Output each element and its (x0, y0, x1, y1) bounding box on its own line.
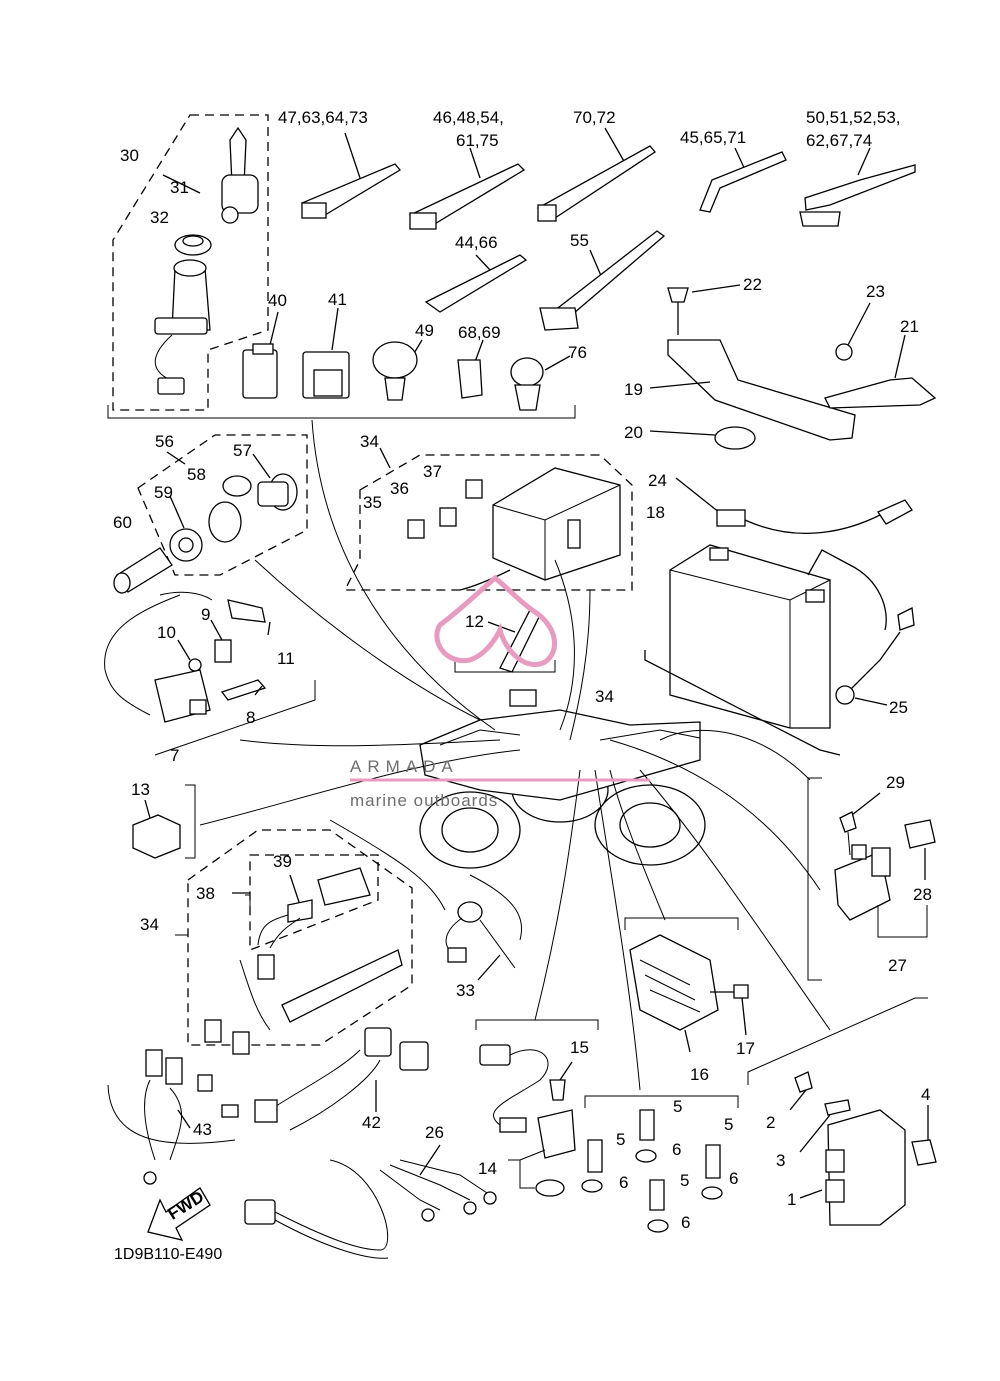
callout-57: 57 (233, 441, 252, 460)
couplers-40-41 (242, 307, 350, 399)
callout-17: 17 (736, 1039, 755, 1058)
callout-6-top: 6 (672, 1140, 681, 1159)
callout-41: 41 (328, 290, 347, 309)
callout-6-left: 6 (619, 1173, 628, 1192)
battery-bracket (649, 284, 937, 450)
callout-5-right: 5 (724, 1115, 733, 1134)
callout-36: 36 (390, 479, 409, 498)
speed-sensor (475, 1019, 599, 1197)
bolts-and-washers (581, 1095, 739, 1233)
starter-relay-assembly (104, 591, 316, 756)
callout-2: 2 (766, 1113, 775, 1132)
callout-37: 37 (423, 462, 442, 481)
callout-38: 38 (196, 884, 215, 903)
callout-11: 11 (277, 649, 295, 668)
callout-34-vehicle: 34 (595, 687, 614, 706)
callout-4: 4 (921, 1085, 930, 1104)
callout-32: 32 (150, 208, 169, 227)
rectifier-regulator (624, 917, 749, 1053)
callout-21: 21 (900, 317, 919, 336)
callout-70-72: 70,72 (573, 108, 616, 127)
callout-8: 8 (246, 708, 255, 727)
callout-60: 60 (113, 513, 132, 532)
callout-16: 16 (690, 1065, 709, 1084)
callout-1: 1 (787, 1190, 796, 1209)
callout-56: 56 (155, 432, 174, 451)
callout-19: 19 (624, 380, 643, 399)
callout-9: 9 (201, 605, 210, 624)
callout-25: 25 (889, 698, 908, 717)
cdi-unit (747, 997, 937, 1226)
thermo-switch (132, 784, 196, 859)
callout-50-51-52-53: 50,51,52,53, (806, 108, 901, 127)
callout-55: 55 (570, 231, 589, 250)
callout-6-bottom: 6 (681, 1213, 690, 1232)
callout-58: 58 (187, 465, 206, 484)
callout-76: 76 (568, 343, 587, 362)
callout-5-bottom: 5 (680, 1171, 689, 1190)
dc-outlet-assembly (113, 434, 308, 594)
cable-ties (300, 127, 916, 331)
callout-34-fuse-box: 34 (360, 432, 379, 451)
watermark-subtitle: marine outboards (350, 791, 498, 810)
wire-harness-group (175, 829, 413, 1055)
callout-23: 23 (866, 282, 885, 301)
callout-47-63-64-73: 47,63,64,73 (278, 108, 368, 127)
lead-wire-26 (244, 1144, 497, 1259)
callout-68-69: 68,69 (458, 323, 501, 342)
atv-vehicle (419, 689, 706, 869)
watermark: ARMADA marine outboards (350, 574, 650, 810)
battery-assembly (644, 477, 915, 756)
clamps (372, 339, 571, 411)
callout-42: 42 (362, 1113, 381, 1132)
starter-relay-right (807, 777, 936, 981)
callout-44-66: 44,66 (455, 233, 498, 252)
drawing-code: 1D9B110-E490 (114, 1246, 223, 1263)
leader-wires (199, 419, 831, 1091)
callout-40: 40 (268, 291, 287, 310)
callout-34-harness: 34 (140, 915, 159, 934)
callout-59: 59 (154, 483, 173, 502)
callout-27: 27 (888, 956, 907, 975)
callout-43: 43 (193, 1120, 212, 1139)
callout-24: 24 (648, 471, 667, 490)
callout-6-right: 6 (729, 1169, 738, 1188)
callout-62-67-74: 62,67,74 (806, 131, 872, 150)
ignition-switch-assembly (112, 114, 269, 411)
callout-39: 39 (273, 852, 292, 871)
callout-7: 7 (170, 746, 179, 765)
callout-5-left: 5 (616, 1130, 625, 1149)
callout-18: 18 (646, 503, 665, 522)
callout-29: 29 (886, 773, 905, 792)
sensor-33 (445, 901, 516, 981)
callout-labels: 47,63,64,73 46,48,54, 61,75 70,72 45,65,… (113, 108, 932, 1232)
callout-46-48-54: 46,48,54, (433, 108, 504, 127)
callout-20: 20 (624, 423, 643, 442)
callout-26: 26 (425, 1123, 444, 1142)
callout-3: 3 (776, 1151, 785, 1170)
callout-15: 15 (570, 1038, 589, 1057)
callout-30: 30 (120, 146, 139, 165)
callout-14: 14 (478, 1159, 497, 1178)
sub-harness-42 (221, 1027, 429, 1131)
callout-33: 33 (456, 981, 475, 1000)
callout-28: 28 (913, 885, 932, 904)
callout-45-65-71: 45,65,71 (680, 128, 746, 147)
fwd-arrow: FWD (147, 1187, 211, 1241)
top-parts-bracket (107, 405, 576, 419)
callout-5-top: 5 (673, 1097, 682, 1116)
callout-31: 31 (170, 178, 189, 197)
callout-22: 22 (743, 275, 762, 294)
watermark-title: ARMADA (350, 757, 459, 776)
callout-35: 35 (363, 493, 382, 512)
callout-12: 12 (465, 612, 484, 631)
callout-49: 49 (415, 321, 434, 340)
fuse-box-assembly (343, 447, 633, 591)
callout-13: 13 (131, 780, 150, 799)
callout-10: 10 (157, 623, 176, 642)
callout-61-75: 61,75 (456, 131, 499, 150)
watermark-logo-icon (434, 574, 557, 667)
sub-harness-43 (107, 1049, 236, 1185)
